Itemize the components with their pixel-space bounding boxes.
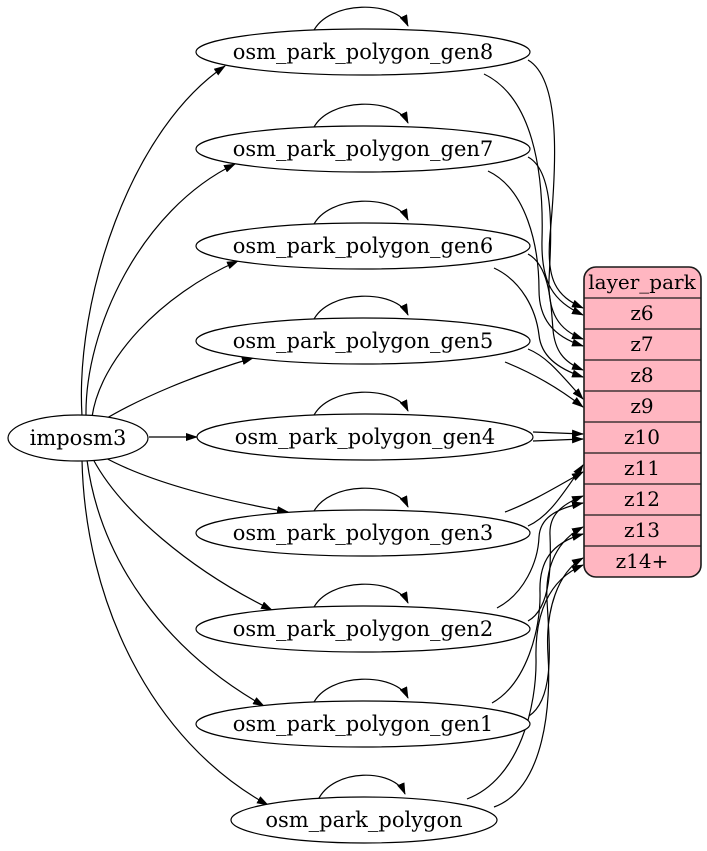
node-osm-park-polygon: osm_park_polygon bbox=[230, 796, 498, 844]
polygon-ellipse bbox=[230, 796, 498, 844]
edge-polygon-to-z14-2 bbox=[466, 564, 584, 800]
edges-from-imposm3 bbox=[80, 65, 289, 806]
self-loop-polygon bbox=[317, 774, 406, 801]
gen8-ellipse bbox=[195, 28, 531, 76]
self-loop-edges bbox=[312, 6, 409, 801]
imposm3-ellipse bbox=[7, 414, 149, 462]
gen3-ellipse bbox=[195, 509, 531, 557]
edge-gen7-to-z7-2 bbox=[487, 170, 584, 347]
node-osm-park-polygon-gen5: osm_park_polygon_gen5 bbox=[195, 317, 531, 365]
edge-gen4-to-z10-1 bbox=[532, 429, 584, 438]
gen2-ellipse bbox=[195, 605, 531, 653]
gen5-ellipse bbox=[195, 317, 531, 365]
layer-park-row-z14: z14+ bbox=[616, 549, 669, 573]
gen7-label: osm_park_polygon_gen7 bbox=[233, 137, 494, 161]
edge-gen5-to-z9-2 bbox=[504, 361, 584, 408]
node-osm-park-polygon-gen6: osm_park_polygon_gen6 bbox=[195, 222, 531, 270]
edge-gen3-to-z11-1 bbox=[527, 464, 584, 527]
edge-gen4-to-z10-2 bbox=[532, 435, 584, 444]
layer-park-row-z12: z12 bbox=[624, 487, 660, 511]
edge-gen5-to-z9-1 bbox=[527, 348, 584, 400]
node-osm-park-polygon-gen7: osm_park_polygon_gen7 bbox=[195, 125, 531, 173]
self-loop-gen8 bbox=[312, 6, 409, 33]
gen4-label: osm_park_polygon_gen4 bbox=[235, 425, 496, 449]
edge-imposm3-to-gen6 bbox=[91, 260, 239, 418]
edge-gen1-to-z13-2 bbox=[491, 533, 584, 704]
self-loop-gen5 bbox=[312, 295, 409, 322]
layer-park-row-z7: z7 bbox=[630, 332, 653, 356]
edge-gen2-to-z12-2 bbox=[496, 501, 584, 609]
gen1-label: osm_park_polygon_gen1 bbox=[233, 712, 494, 736]
layer-park-header: layer_park bbox=[588, 270, 696, 294]
gen8-label: osm_park_polygon_gen8 bbox=[233, 40, 494, 64]
self-loop-gen7 bbox=[312, 103, 409, 130]
edge-gen8-to-z6-1 bbox=[527, 59, 584, 309]
self-loop-gen3 bbox=[312, 487, 409, 514]
node-imposm3: imposm3 bbox=[7, 414, 149, 462]
edge-imposm3-to-polygon bbox=[81, 459, 269, 806]
gen7-ellipse bbox=[195, 125, 531, 173]
edge-imposm3-to-gen1 bbox=[86, 459, 265, 707]
edge-imposm3-to-gen2 bbox=[92, 458, 273, 611]
layer-park-row-z13: z13 bbox=[624, 518, 660, 542]
self-loop-gen1 bbox=[312, 678, 409, 705]
imposm3-label: imposm3 bbox=[30, 426, 127, 450]
self-loop-gen2 bbox=[312, 583, 409, 610]
polygon-label: osm_park_polygon bbox=[265, 808, 462, 832]
layer-park-table: layer_park z6 z7 z8 z9 z10 z11 z12 z13 z… bbox=[583, 266, 702, 578]
edge-imposm3-to-gen8 bbox=[80, 65, 226, 417]
node-osm-park-polygon-gen4: osm_park_polygon_gen4 bbox=[196, 413, 534, 461]
edge-gen7-to-z7-1 bbox=[527, 156, 584, 340]
node-osm-park-polygon-gen3: osm_park_polygon_gen3 bbox=[195, 509, 531, 557]
edge-imposm3-to-gen7 bbox=[85, 163, 236, 416]
layer-park-row-z6: z6 bbox=[630, 301, 653, 325]
edge-gen6-to-z8-2 bbox=[493, 267, 584, 378]
edge-gen6-to-z8-1 bbox=[527, 253, 584, 371]
node-osm-park-polygon-gen2: osm_park_polygon_gen2 bbox=[195, 605, 531, 653]
edge-gen3-to-z11-2 bbox=[504, 471, 584, 513]
edges-to-layer-rows bbox=[466, 59, 584, 808]
layer-park-row-z9: z9 bbox=[630, 394, 653, 418]
gen6-label: osm_park_polygon_gen6 bbox=[233, 234, 494, 258]
layer-park-row-z10: z10 bbox=[624, 425, 660, 449]
gen6-ellipse bbox=[195, 222, 531, 270]
node-osm-park-polygon-gen1: osm_park_polygon_gen1 bbox=[195, 700, 531, 748]
edge-gen1-to-z13-1 bbox=[528, 526, 584, 717]
gen1-ellipse bbox=[195, 700, 531, 748]
layer-park-row-z8: z8 bbox=[630, 363, 653, 387]
layer-park-row-z11: z11 bbox=[624, 456, 660, 480]
edge-polygon-to-z14-1 bbox=[493, 557, 584, 808]
edge-gen8-to-z6-2 bbox=[483, 73, 584, 316]
edge-imposm3-to-gen5 bbox=[101, 357, 254, 422]
edge-imposm3-to-gen3 bbox=[101, 455, 289, 514]
gen5-label: osm_park_polygon_gen5 bbox=[233, 329, 494, 353]
self-loop-gen4 bbox=[312, 391, 409, 418]
node-osm-park-polygon-gen8: osm_park_polygon_gen8 bbox=[195, 28, 531, 76]
gen4-ellipse bbox=[196, 413, 534, 461]
gen2-label: osm_park_polygon_gen2 bbox=[233, 617, 494, 641]
edge-gen2-to-z12-1 bbox=[527, 495, 584, 622]
gen3-label: osm_park_polygon_gen3 bbox=[233, 521, 494, 545]
self-loop-gen6 bbox=[312, 200, 409, 227]
